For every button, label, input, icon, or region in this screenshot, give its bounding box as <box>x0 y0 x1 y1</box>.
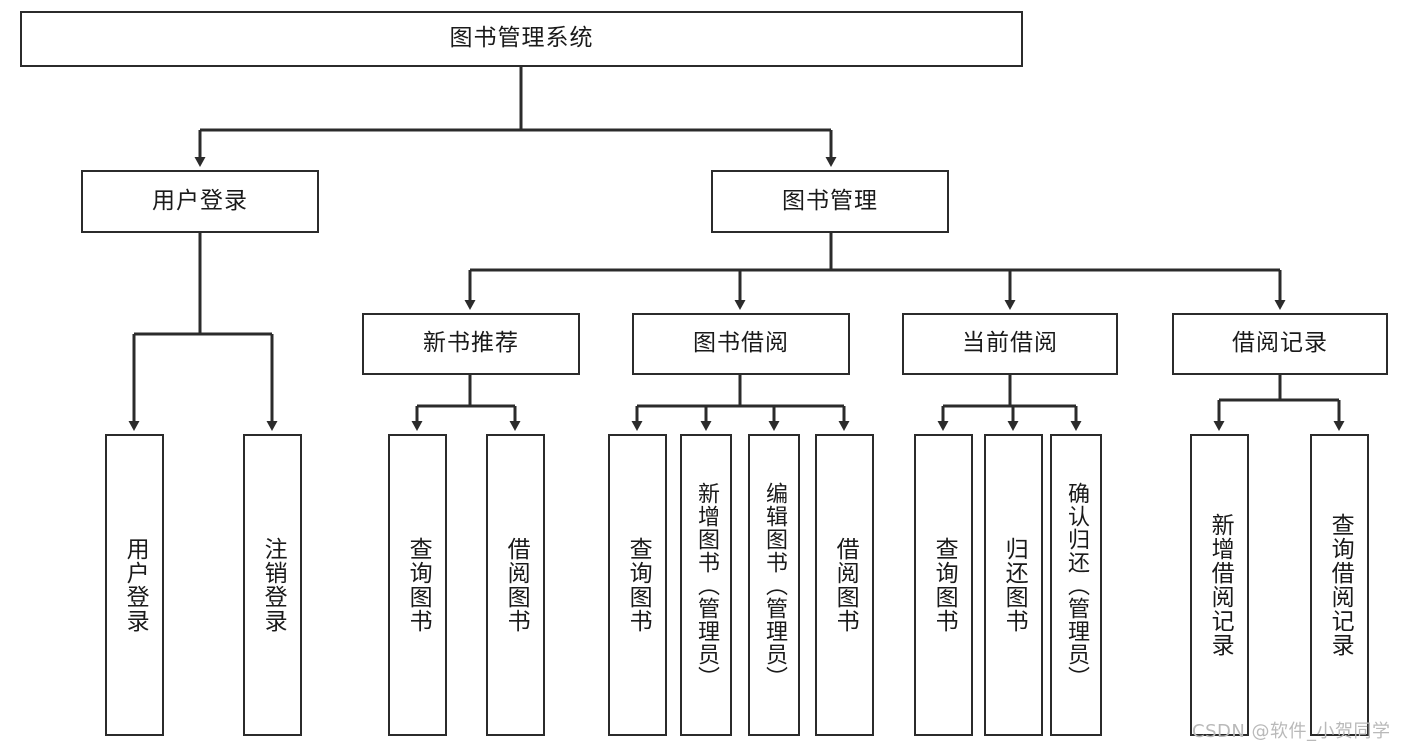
leaf-add-borrow-record[interactable]: 新增借阅记录 <box>1190 434 1249 736</box>
leaf-logout-label: 注销登录 <box>260 537 287 633</box>
node-book-borrow-label: 图书借阅 <box>693 330 789 357</box>
leaf-query-book-rec-label: 查询图书 <box>405 537 432 633</box>
leaf-return-book-label: 归还图书 <box>1001 537 1028 633</box>
leaf-confirm-return-admin[interactable]: 确认归还（管理员） <box>1050 434 1102 736</box>
node-root[interactable]: 图书管理系统 <box>20 11 1023 67</box>
node-root-label: 图书管理系统 <box>449 25 594 52</box>
leaf-edit-book-admin-label: 编辑图书（管理员） <box>761 481 787 689</box>
leaf-query-book-borrow-label: 查询图书 <box>625 537 652 633</box>
leaf-add-book-admin[interactable]: 新增图书（管理员） <box>680 434 732 736</box>
node-borrow-records[interactable]: 借阅记录 <box>1172 313 1388 375</box>
leaf-confirm-return-admin-label: 确认归还（管理员） <box>1063 481 1089 689</box>
leaf-borrow-book[interactable]: 借阅图书 <box>815 434 874 736</box>
node-current-borrow[interactable]: 当前借阅 <box>902 313 1118 375</box>
node-book-management[interactable]: 图书管理 <box>711 170 949 233</box>
leaf-edit-book-admin[interactable]: 编辑图书（管理员） <box>748 434 800 736</box>
leaf-add-book-admin-label: 新增图书（管理员） <box>693 481 719 689</box>
leaf-query-book-current[interactable]: 查询图书 <box>914 434 973 736</box>
node-new-book-recommend[interactable]: 新书推荐 <box>362 313 580 375</box>
leaf-user-login[interactable]: 用户登录 <box>105 434 164 736</box>
node-user-login[interactable]: 用户登录 <box>81 170 319 233</box>
leaf-query-book-borrow[interactable]: 查询图书 <box>608 434 667 736</box>
node-new-book-recommend-label: 新书推荐 <box>423 330 519 357</box>
leaf-borrow-book-label: 借阅图书 <box>832 537 859 633</box>
leaf-user-login-label: 用户登录 <box>122 537 149 633</box>
node-current-borrow-label: 当前借阅 <box>962 330 1058 357</box>
leaf-return-book[interactable]: 归还图书 <box>984 434 1043 736</box>
node-book-management-label: 图书管理 <box>782 187 878 214</box>
node-borrow-records-label: 借阅记录 <box>1232 330 1328 357</box>
node-user-login-label: 用户登录 <box>152 187 248 214</box>
leaf-borrow-book-rec-label: 借阅图书 <box>503 537 530 633</box>
leaf-logout[interactable]: 注销登录 <box>243 434 302 736</box>
leaf-query-borrow-record[interactable]: 查询借阅记录 <box>1310 434 1369 736</box>
leaf-query-book-current-label: 查询图书 <box>931 537 958 633</box>
leaf-borrow-book-rec[interactable]: 借阅图书 <box>486 434 545 736</box>
leaf-add-borrow-record-label: 新增借阅记录 <box>1207 513 1234 657</box>
node-book-borrow[interactable]: 图书借阅 <box>632 313 850 375</box>
leaf-query-borrow-record-label: 查询借阅记录 <box>1327 513 1354 657</box>
leaf-query-book-rec[interactable]: 查询图书 <box>388 434 447 736</box>
